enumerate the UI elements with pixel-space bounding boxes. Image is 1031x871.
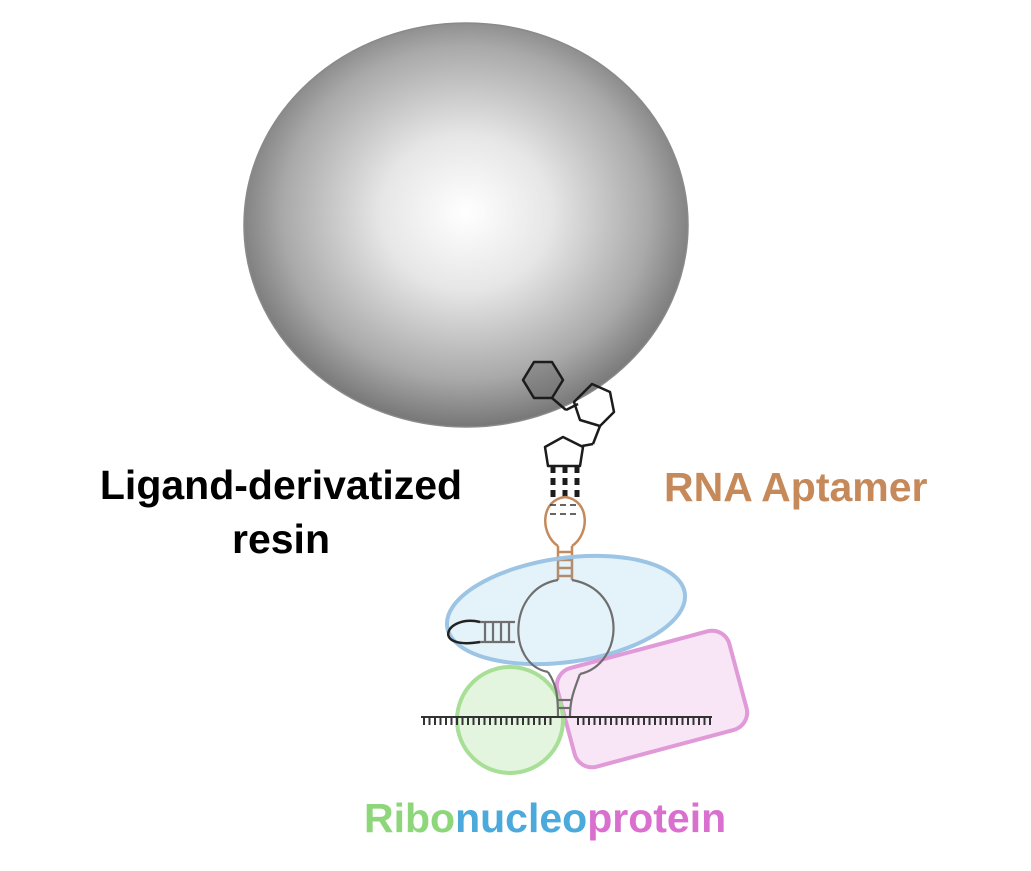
aptamer-binding-lines	[550, 504, 580, 515]
rnp-part-nucleo: nucleo	[455, 795, 588, 841]
ligand-molecule	[521, 360, 616, 500]
rna-central-loop	[517, 578, 615, 676]
rna-left-hairpin	[447, 619, 481, 645]
resin-label-line1: Ligand-derivatized	[99, 462, 463, 508]
aptamer-hairpin	[544, 495, 586, 580]
resin-label-line2: resin	[232, 516, 330, 562]
rna-backbone	[421, 716, 712, 725]
aptamer-label: RNA Aptamer	[664, 464, 928, 510]
rna-structure	[480, 578, 615, 717]
protein-magenta-box	[554, 628, 750, 770]
rna-bottom-stem	[547, 671, 582, 717]
rnp-part-protein: protein	[587, 795, 727, 841]
ligand-linker-1	[551, 397, 567, 411]
protein-blue-ellipse	[444, 553, 688, 667]
ribonucleoprotein-label: Ribonucleoprotein	[364, 798, 726, 839]
aptamer-loop	[544, 495, 586, 548]
backbone-ticks	[423, 717, 711, 725]
resin-label: Ligand-derivatized resin	[0, 458, 562, 566]
ligand-linker-3	[591, 425, 602, 445]
rnp-part-ribo: Ribo	[364, 795, 456, 841]
resin-bead	[243, 22, 689, 428]
ligand-linker-4	[581, 442, 594, 448]
